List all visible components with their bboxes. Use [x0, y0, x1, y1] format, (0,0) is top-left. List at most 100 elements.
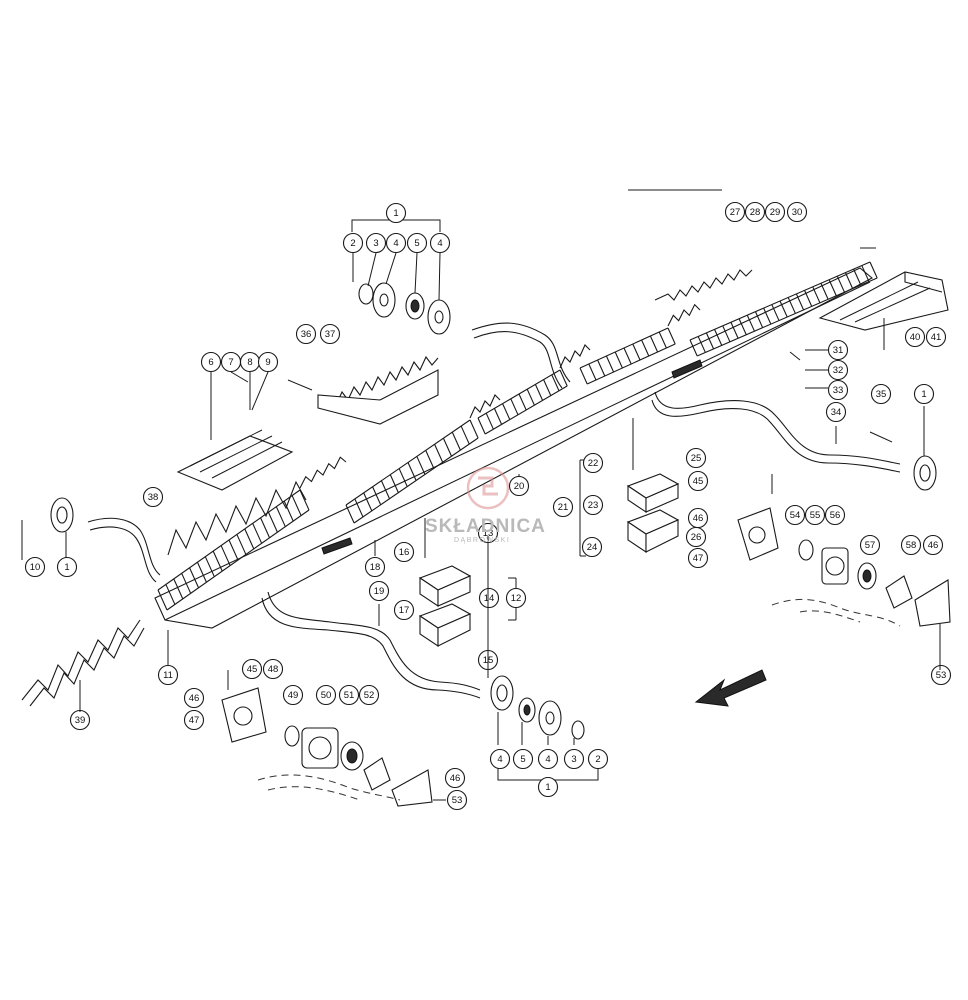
callout-20: 20 [508, 475, 530, 497]
callout-circle [257, 351, 279, 373]
callout-circle [925, 326, 947, 348]
callout-text: 53 [936, 670, 947, 681]
callout-text: 48 [268, 664, 279, 675]
callout-text: 47 [693, 553, 704, 564]
callout-40: 40 [904, 326, 926, 348]
callout-circle [870, 383, 892, 405]
callout-text: 52 [364, 690, 375, 701]
callout-circle [478, 587, 500, 609]
callout-text: 31 [833, 345, 844, 356]
callout-text: 1 [921, 389, 926, 400]
callout-32: 32 [827, 359, 849, 381]
callout-circle [786, 201, 808, 223]
callout-46: 46 [687, 507, 709, 529]
callout-circle [183, 687, 205, 709]
callout-text: 13 [483, 528, 494, 539]
callout-text: 3 [571, 754, 576, 765]
callout-31: 31 [827, 339, 849, 361]
callout-text: 46 [189, 693, 200, 704]
callout-2: 2 [342, 232, 364, 254]
callout-text: 8 [247, 357, 252, 368]
callout-circle [429, 232, 451, 254]
callout-4: 4 [489, 748, 511, 770]
callout-56: 56 [824, 504, 846, 526]
callout-47: 47 [687, 547, 709, 569]
callout-48: 48 [262, 658, 284, 680]
callout-text: 32 [833, 365, 844, 376]
callout-circle [913, 383, 935, 405]
callout-text: 23 [588, 500, 599, 511]
callout-35: 35 [870, 383, 892, 405]
callout-circle [784, 504, 806, 526]
callout-circle [489, 748, 511, 770]
callout-1: 1 [537, 776, 559, 798]
direction-arrow [694, 669, 767, 707]
callout-circle [406, 232, 428, 254]
callout-5: 5 [512, 748, 534, 770]
callout-circle [365, 232, 387, 254]
callout-circle [900, 534, 922, 556]
toothed-strip-27 [654, 269, 753, 301]
callout-25: 25 [685, 447, 707, 469]
callout-text: 46 [450, 773, 461, 784]
callout-53: 53 [446, 789, 468, 811]
callout-circle [582, 452, 604, 474]
callout-circle [338, 684, 360, 706]
callout-text: 3 [373, 238, 378, 249]
callout-text: 4 [497, 754, 502, 765]
callout-text: 54 [790, 510, 801, 521]
callout-circle [142, 486, 164, 508]
callout-text: 45 [693, 476, 704, 487]
callout-29: 29 [764, 201, 786, 223]
callout-1: 1 [385, 202, 407, 224]
callout-text: 56 [830, 510, 841, 521]
callout-39: 39 [69, 709, 91, 731]
callout-circle [582, 494, 604, 516]
callout-22: 22 [582, 452, 604, 474]
watermark-logo [466, 466, 510, 510]
callout-text: 14 [484, 593, 495, 604]
callout-circle [537, 748, 559, 770]
callout-text: 11 [163, 670, 173, 681]
callout-41: 41 [925, 326, 947, 348]
callout-text: 37 [325, 329, 336, 340]
callout-text: 4 [393, 238, 398, 249]
callout-2: 2 [587, 748, 609, 770]
callout-30: 30 [786, 201, 808, 223]
callout-circle [282, 684, 304, 706]
callout-text: 35 [876, 389, 887, 400]
callout-26: 26 [685, 526, 707, 548]
callout-text: 17 [399, 605, 410, 616]
callout-4: 4 [429, 232, 451, 254]
callout-text: 46 [693, 513, 704, 524]
guard-plate [176, 371, 294, 491]
callout-47: 47 [183, 709, 205, 731]
callout-circle [508, 475, 530, 497]
callout-text: 51 [344, 690, 355, 701]
callout-circle [385, 232, 407, 254]
callout-24: 24 [581, 536, 603, 558]
callout-38: 38 [142, 486, 164, 508]
callout-5: 5 [406, 232, 428, 254]
callout-text: 24 [587, 542, 598, 553]
callout-49: 49 [282, 684, 304, 706]
callout-45: 45 [687, 470, 709, 492]
callout-46: 46 [444, 767, 466, 789]
callout-circle [687, 470, 709, 492]
callout-text: 4 [545, 754, 550, 765]
callout-text: 47 [189, 715, 200, 726]
callout-circle [922, 534, 944, 556]
callout-circle [241, 658, 263, 680]
callout-text: 57 [865, 540, 876, 551]
callout-circle [804, 504, 826, 526]
callout-text: 46 [928, 540, 939, 551]
callout-circle [827, 379, 849, 401]
callout-circle [687, 507, 709, 529]
callout-text: 20 [514, 481, 525, 492]
callout-circle [200, 351, 222, 373]
callout-text: 33 [833, 385, 844, 396]
callout-text: 55 [810, 510, 821, 521]
callout-51: 51 [338, 684, 360, 706]
callout-text: 4 [437, 238, 442, 249]
